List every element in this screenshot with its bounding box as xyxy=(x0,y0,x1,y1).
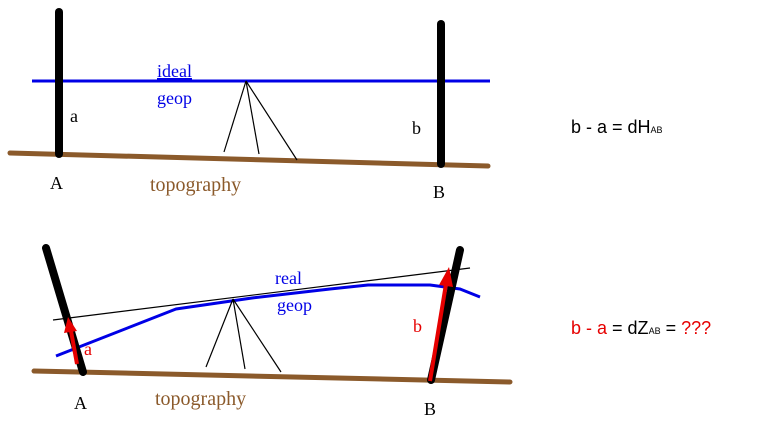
bottom-rod-b xyxy=(427,246,464,384)
bottom-sight-line xyxy=(52,267,471,321)
bottom-rod-a xyxy=(42,244,87,376)
top-equation-sub: AB xyxy=(651,125,663,135)
bottom-geoid-label-2: geop xyxy=(277,295,312,315)
bottom-equation: b - a = dZAB = ??? xyxy=(571,318,711,338)
bottom-arrow-b xyxy=(428,267,453,382)
bottom-eq-equals: = xyxy=(661,318,682,338)
bottom-eq-unknown: ??? xyxy=(681,318,711,338)
top-ground-line xyxy=(7,150,491,169)
bottom-tripod xyxy=(205,298,282,373)
top-geoid-label-2: geop xyxy=(157,88,192,108)
top-tripod xyxy=(223,80,298,161)
bottom-panel: real geop a b A B topography b - a = dZA… xyxy=(31,244,711,419)
bottom-eq-b: b xyxy=(571,318,581,338)
bottom-point-b: B xyxy=(424,399,436,419)
bottom-eq-sub: AB xyxy=(649,326,661,336)
top-point-a: A xyxy=(50,173,63,193)
bottom-ground-line xyxy=(31,368,513,385)
bottom-eq-minus: - xyxy=(581,318,597,338)
top-reading-a: a xyxy=(70,106,78,126)
bottom-eq-dz: = dZ xyxy=(607,318,649,338)
bottom-geoid-label-1: real xyxy=(275,268,302,288)
top-geoid-label-1: ideal xyxy=(157,61,192,81)
top-equation: b - a = dHAB xyxy=(571,117,663,137)
top-reading-b: b xyxy=(412,118,421,138)
top-point-b: B xyxy=(433,182,445,202)
bottom-arrow-a xyxy=(64,317,79,365)
bottom-eq-a: a xyxy=(597,318,608,338)
bottom-reading-a: a xyxy=(84,339,92,359)
top-panel: ideal geop a b A B topography b - a = dH… xyxy=(7,8,663,202)
bottom-topography-label: topography xyxy=(155,388,246,410)
bottom-reading-b: b xyxy=(413,316,422,336)
bottom-point-a: A xyxy=(74,393,87,413)
top-topography-label: topography xyxy=(150,174,241,196)
top-equation-main: b - a = dH xyxy=(571,117,651,137)
